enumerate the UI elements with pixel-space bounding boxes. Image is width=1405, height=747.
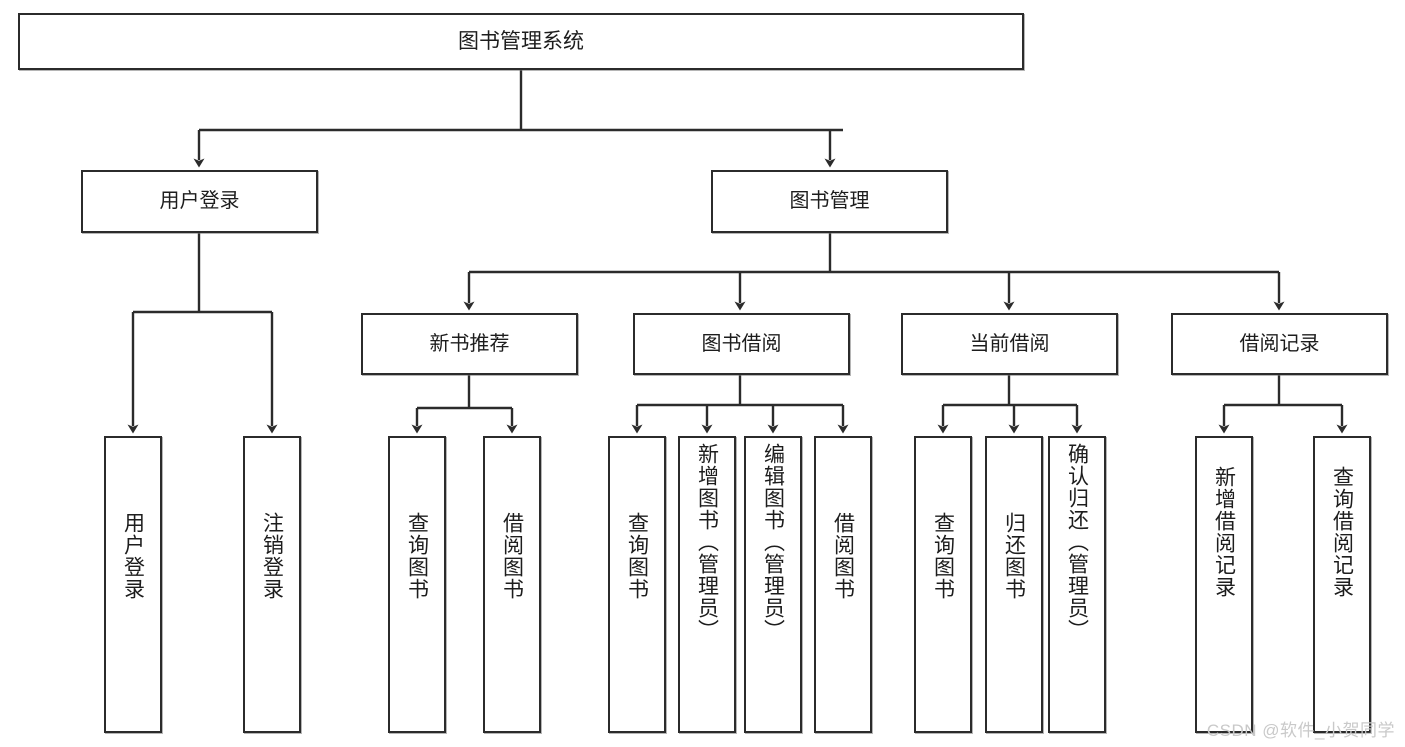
node-new-book-recommend[interactable]: 新书推荐 <box>361 313 578 375</box>
leaf-add-book-admin-label: 新增图书（管理员） <box>695 443 719 641</box>
leaf-confirm-return-admin[interactable]: 确认归还（管理员） <box>1048 436 1106 733</box>
leaf-add-book-admin[interactable]: 新增图书（管理员） <box>678 436 736 733</box>
leaf-query-book-new[interactable]: 查询图书 <box>388 436 446 733</box>
leaf-add-borrow-record-label: 新增借阅记录 <box>1212 466 1236 598</box>
leaf-user-login[interactable]: 用户登录 <box>104 436 162 733</box>
leaf-query-book-borrow[interactable]: 查询图书 <box>608 436 666 733</box>
leaf-borrow-book-label: 借阅图书 <box>831 512 855 600</box>
node-current-borrow-label: 当前借阅 <box>969 332 1050 355</box>
node-book-management-label: 图书管理 <box>789 190 870 213</box>
leaf-query-book-new-label: 查询图书 <box>405 512 429 600</box>
leaf-logout[interactable]: 注销登录 <box>243 436 301 733</box>
leaf-borrow-book-new[interactable]: 借阅图书 <box>483 436 541 733</box>
leaf-user-login-label: 用户登录 <box>121 512 145 600</box>
leaf-query-borrow-record[interactable]: 查询借阅记录 <box>1313 436 1371 733</box>
leaf-confirm-return-admin-label: 确认归还（管理员） <box>1065 443 1089 641</box>
leaf-edit-book-admin-label: 编辑图书（管理员） <box>761 443 785 641</box>
node-user-login-label: 用户登录 <box>159 190 240 213</box>
leaf-query-book-borrow-label: 查询图书 <box>625 512 649 600</box>
node-root-system-label: 图书管理系统 <box>458 29 584 53</box>
leaf-edit-book-admin[interactable]: 编辑图书（管理员） <box>744 436 802 733</box>
node-book-borrow[interactable]: 图书借阅 <box>633 313 850 375</box>
leaf-query-borrow-record-label: 查询借阅记录 <box>1330 466 1354 598</box>
node-new-book-recommend-label: 新书推荐 <box>429 332 510 355</box>
leaf-query-book-current-label: 查询图书 <box>931 512 955 600</box>
node-root-system[interactable]: 图书管理系统 <box>18 13 1024 70</box>
leaf-return-book[interactable]: 归还图书 <box>985 436 1043 733</box>
node-book-borrow-label: 图书借阅 <box>701 332 782 355</box>
leaf-add-borrow-record[interactable]: 新增借阅记录 <box>1195 436 1253 733</box>
csdn-watermark: CSDN @软件_小贺同学 <box>1206 721 1395 740</box>
node-book-management[interactable]: 图书管理 <box>711 170 948 233</box>
node-user-login[interactable]: 用户登录 <box>81 170 318 233</box>
node-borrow-record-label: 借阅记录 <box>1239 332 1320 355</box>
leaf-logout-label: 注销登录 <box>260 512 284 600</box>
leaf-query-book-current[interactable]: 查询图书 <box>914 436 972 733</box>
node-borrow-record[interactable]: 借阅记录 <box>1171 313 1388 375</box>
node-current-borrow[interactable]: 当前借阅 <box>901 313 1118 375</box>
leaf-borrow-book[interactable]: 借阅图书 <box>814 436 872 733</box>
leaf-return-book-label: 归还图书 <box>1002 512 1026 600</box>
leaf-borrow-book-new-label: 借阅图书 <box>500 512 524 600</box>
